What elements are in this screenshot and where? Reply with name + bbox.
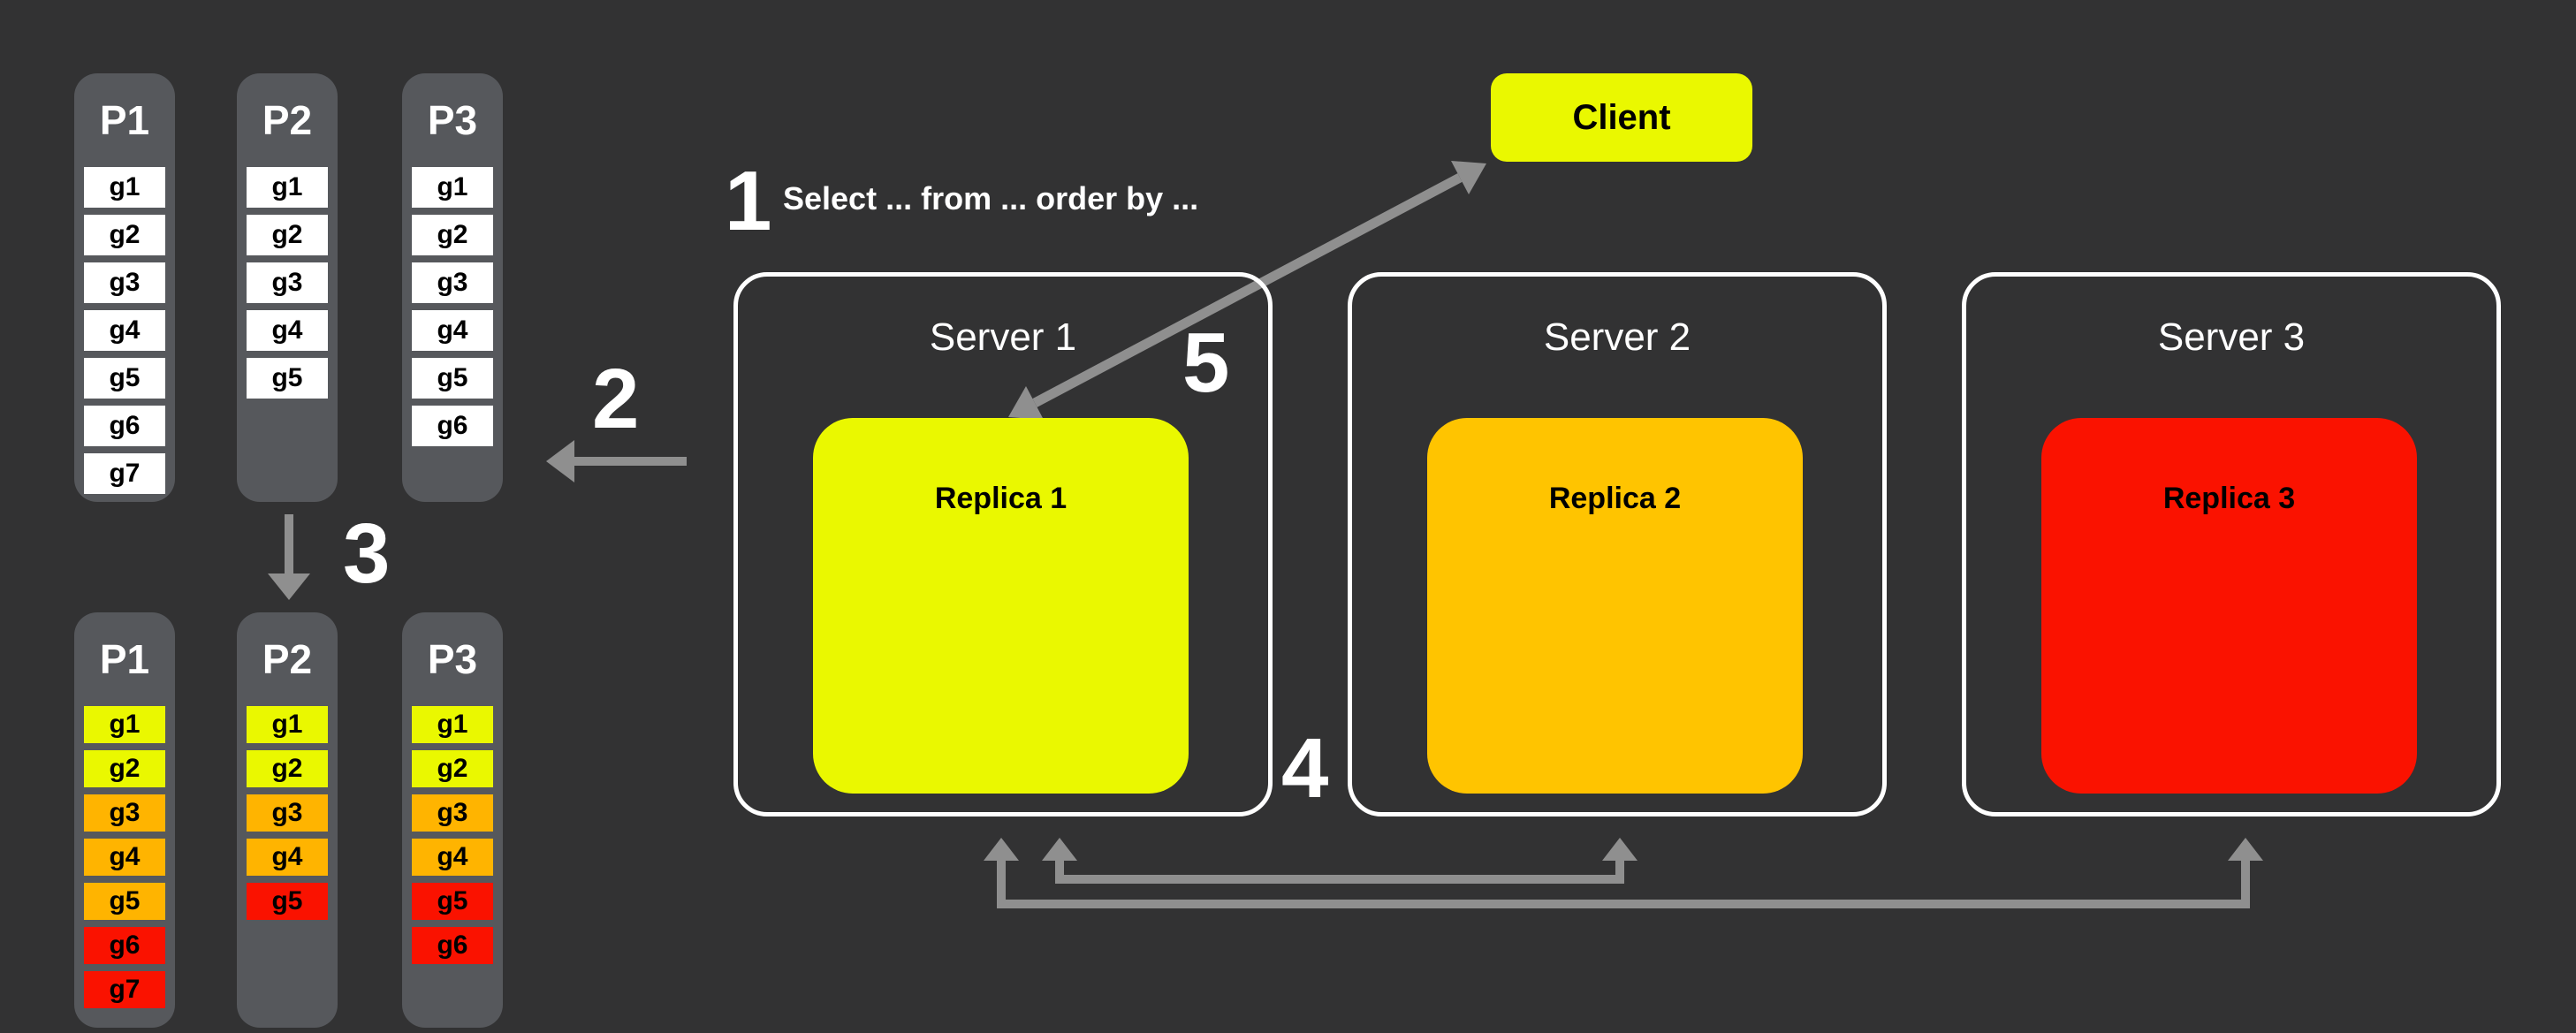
server-label: Server 2 [1543,315,1691,359]
partition-item: g2 [84,750,165,787]
partition-column-sorted-p3: P3 g1 g2 g3 g4 g5 g6 [402,612,503,1028]
step-5-number: 5 [1182,315,1230,410]
partition-item: g3 [84,794,165,832]
partition-column-sorted-p1: P1 g1 g2 g3 g4 g5 g6 g7 [74,612,175,1028]
step3-arrow-icon [268,514,310,600]
server-label: Server 3 [2157,315,2306,359]
partition-label: P1 [99,97,150,143]
partition-item: g6 [412,927,493,964]
partition-item: g1 [84,706,165,743]
replica-1-box: Replica 1 [813,418,1189,794]
partition-item: g1 [247,706,328,743]
step2-arrow-icon [546,440,687,482]
server-3-box: Server 3 Replica 3 [1962,272,2501,817]
partition-column-unsorted-p3: P3 g1 g2 g3 g4 g5 g6 [402,73,503,502]
partition-column-sorted-p2: P2 g1 g2 g3 g4 g5 [237,612,338,1028]
partition-item: g2 [247,750,328,787]
partition-label: P2 [262,636,313,682]
partition-item: g3 [412,262,493,303]
partition-item: g1 [247,167,328,208]
partition-item: g3 [84,262,165,303]
partition-item: g6 [412,406,493,446]
partition-item: g1 [412,706,493,743]
partition-label: P3 [427,636,478,682]
step-1-number: 1 [725,154,772,248]
replica-2-box: Replica 2 [1427,418,1803,794]
partition-item: g2 [247,215,328,255]
partition-item: g3 [247,262,328,303]
server-1-box: Server 1 Replica 1 [733,272,1273,817]
partition-item: g3 [412,794,493,832]
partition-item: g7 [84,453,165,494]
partition-item: g5 [412,358,493,399]
partition-label: P1 [99,636,150,682]
step-3-number: 3 [343,506,391,601]
server1-server2-arrow-icon [1042,838,1638,884]
partition-item: g4 [247,839,328,876]
replica-3-box: Replica 3 [2041,418,2417,794]
step-2-number: 2 [592,352,640,446]
partition-item: g5 [247,358,328,399]
partition-item: g4 [84,310,165,351]
partition-item: g5 [247,883,328,920]
step-4-number: 4 [1281,721,1329,816]
client-box: Client [1491,73,1752,162]
partition-item: g3 [247,794,328,832]
partition-item: g7 [84,971,165,1008]
partition-item: g4 [247,310,328,351]
partition-item: g5 [84,883,165,920]
partition-item: g2 [412,215,493,255]
partition-column-unsorted-p1: P1 g1 g2 g3 g4 g5 g6 g7 [74,73,175,502]
server-2-box: Server 2 Replica 2 [1348,272,1887,817]
partition-item: g5 [84,358,165,399]
partition-item: g4 [84,839,165,876]
step-1-query-text: Select ... from ... order by ... [783,180,1199,216]
partition-item: g4 [412,310,493,351]
partition-item: g1 [412,167,493,208]
partition-item: g2 [84,215,165,255]
partition-item: g6 [84,927,165,964]
partition-item: g5 [412,883,493,920]
partition-item: g2 [412,750,493,787]
server1-server3-arrow-icon [984,838,2263,908]
partition-item: g4 [412,839,493,876]
server-label: Server 1 [929,315,1077,359]
partition-column-unsorted-p2: P2 g1 g2 g3 g4 g5 [237,73,338,502]
partition-label: P3 [427,97,478,143]
partition-item: g1 [84,167,165,208]
partition-label: P2 [262,97,313,143]
partition-item: g6 [84,406,165,446]
